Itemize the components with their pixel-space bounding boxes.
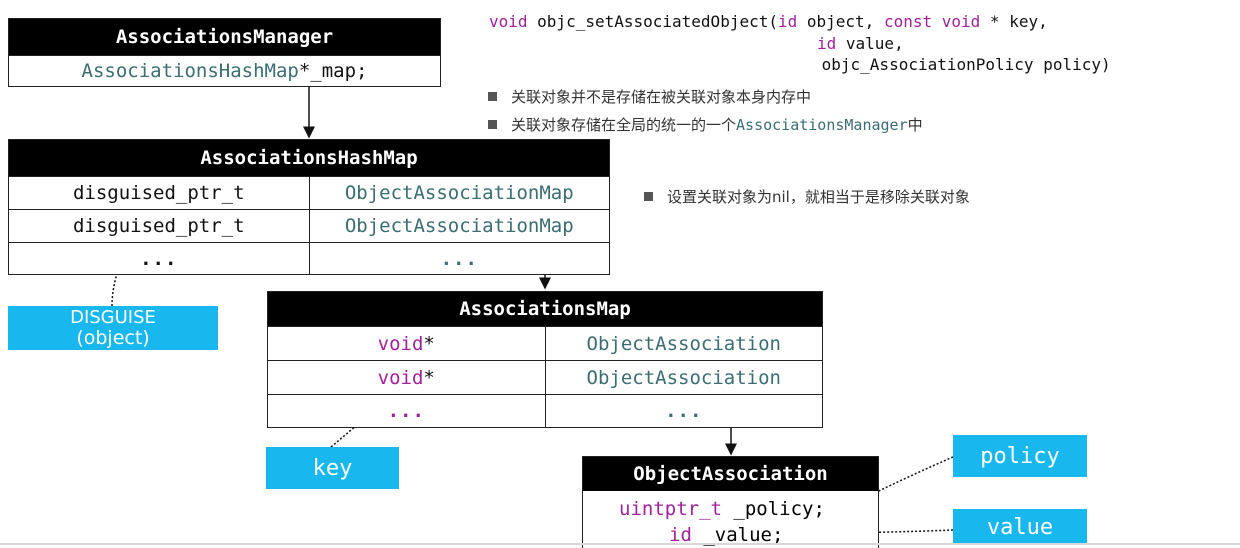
signature-line-1: void objc_setAssociatedObject(id object,… — [489, 12, 1048, 31]
slide-bottom-border — [0, 543, 1240, 545]
associations-manager-title: AssociationsManager — [9, 19, 440, 55]
object-association-value-field: id _value; — [669, 524, 784, 546]
policy-tag: policy — [953, 435, 1087, 477]
bullet-square-icon — [488, 92, 497, 101]
hash-map-value-cell: ObjectAssociationMap — [308, 210, 610, 242]
hash-map-value-cell: ... — [308, 243, 610, 274]
hash-map-key-cell: ... — [140, 247, 178, 270]
hash-map-key-cell: disguised_ptr_t — [72, 215, 245, 237]
table-row: disguised_ptr_t ObjectAssociationMap — [9, 209, 609, 242]
associations-map-table: AssociationsMap void * ObjectAssociation… — [267, 291, 823, 428]
map-key-cell: void * — [377, 332, 435, 355]
signature-line-2: id value, — [817, 34, 904, 53]
note-1: 关联对象并不是存储在被关联对象本身内存中 — [488, 86, 811, 107]
bullet-square-icon — [488, 120, 497, 129]
value-tag: value — [953, 509, 1087, 545]
bullet-square-icon — [644, 192, 653, 201]
map-value-cell: ObjectAssociation — [544, 361, 823, 394]
table-row: void * ObjectAssociation — [268, 360, 822, 394]
associations-hash-map-table: AssociationsHashMap disguised_ptr_t Obje… — [8, 139, 610, 275]
signature-line-3: objc_AssociationPolicy policy) — [812, 55, 1111, 74]
note-3: 设置关联对象为nil，就相当于是移除关联对象 — [644, 186, 970, 207]
associations-map-title: AssociationsMap — [268, 292, 822, 326]
object-association-policy-field: uintptr_t _policy; — [619, 498, 825, 520]
object-association-title: ObjectAssociation — [583, 457, 878, 491]
disguise-tag: DISGUISE (object) — [8, 306, 218, 350]
table-row: ... ... — [9, 242, 609, 274]
object-association-box: ObjectAssociation uintptr_t _policy; id … — [582, 456, 879, 548]
map-value-cell: ... — [544, 395, 823, 427]
note-2: 关联对象存储在全局的统一的一个AssociationsManager中 — [488, 114, 923, 135]
table-row: void * ObjectAssociation — [268, 326, 822, 360]
map-value-cell: ObjectAssociation — [544, 327, 823, 360]
map-key-cell: void * — [377, 366, 435, 389]
key-dotted-arrow — [330, 413, 372, 448]
hash-map-value-cell: ObjectAssociationMap — [308, 177, 610, 209]
table-row: ... ... — [268, 394, 822, 427]
associations-hash-map-title: AssociationsHashMap — [9, 140, 609, 176]
key-tag: key — [266, 447, 399, 489]
associations-manager-field: AssociationsHashMap *_map; — [9, 55, 440, 86]
associations-manager-box: AssociationsManager AssociationsHashMap … — [8, 18, 441, 87]
table-row: disguised_ptr_t ObjectAssociationMap — [9, 176, 609, 209]
hash-map-key-cell: disguised_ptr_t — [72, 182, 245, 204]
map-key-cell: ... — [387, 400, 425, 422]
